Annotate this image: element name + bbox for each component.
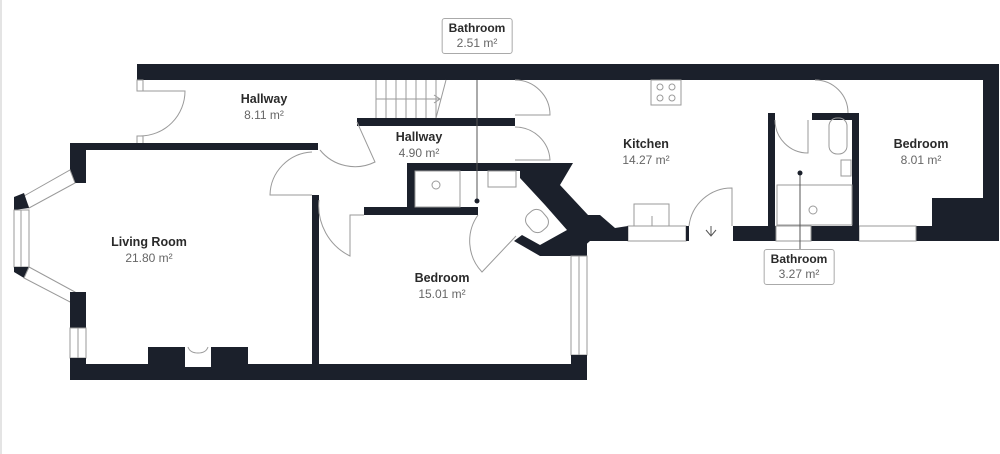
bathroom-wall [812, 113, 858, 120]
wall-segment [70, 292, 86, 328]
door-swing [774, 119, 809, 154]
room-name: Bedroom [414, 271, 470, 285]
room-label-kitchen: Kitchen 14.27 m² [622, 136, 669, 168]
window [775, 225, 812, 242]
door-swing [514, 79, 551, 116]
callout-bathroom-1: Bathroom 2.51 m² [441, 18, 513, 54]
shower-drain-icon [808, 205, 818, 215]
exterior-wall-top [137, 64, 999, 80]
sink-icon [487, 170, 517, 188]
diagonal-wall [514, 163, 628, 256]
room-area: 15.01 m² [418, 287, 466, 301]
bathroom-wall [364, 207, 478, 215]
interior-wall [312, 195, 319, 365]
door-swing [469, 214, 517, 273]
wall-segment [686, 226, 689, 241]
room-label-living-room: Living Room 21.80 m² [111, 234, 187, 266]
bathroom-wall [852, 113, 859, 241]
wall-segment [571, 241, 587, 256]
bay-window [23, 266, 76, 303]
room-name: Hallway [240, 92, 288, 106]
room-area: 21.80 m² [125, 251, 173, 265]
back-door-swing [688, 187, 733, 227]
room-name: Kitchen [623, 137, 669, 151]
door-swing [319, 121, 376, 168]
sink-icon [840, 159, 852, 177]
bathroom-wall [407, 163, 525, 171]
bathroom-wall [768, 113, 775, 241]
fireplace-icon [185, 347, 211, 367]
callout-area: 3.27 m² [778, 267, 820, 281]
door-swing [814, 79, 849, 114]
callout-name: Bathroom [770, 252, 828, 266]
fireplace-hearth [187, 346, 209, 354]
wall-segment [733, 226, 776, 241]
door-swing [318, 199, 364, 257]
callout-area: 2.51 m² [456, 36, 498, 50]
room-area: 14.27 m² [622, 153, 670, 167]
hob-icon [650, 79, 682, 106]
room-label-bedroom-1: Bedroom 8.01 m² [894, 136, 949, 168]
wall-block [932, 198, 999, 241]
room-name: Hallway [395, 130, 443, 144]
room-area: 8.11 m² [244, 108, 284, 122]
wall-corner [14, 193, 29, 210]
room-area: 4.90 m² [398, 146, 440, 160]
room-area: 8.01 m² [900, 153, 942, 167]
window [627, 225, 687, 242]
bathroom-wall [407, 163, 415, 211]
window [858, 225, 917, 242]
entrance-arrow-icon [705, 226, 717, 237]
shower-tray [776, 184, 853, 226]
hob-ring [668, 94, 676, 102]
hob-ring [656, 83, 664, 91]
hob-ring [668, 83, 676, 91]
door-swing [269, 151, 313, 196]
room-label-hallway-1: Hallway 8.11 m² [241, 91, 288, 123]
door-jamb [136, 79, 144, 92]
callout-dot [797, 170, 803, 176]
living-room-wall-top [70, 143, 318, 183]
front-door-swing [139, 90, 186, 137]
bay-window [23, 169, 76, 209]
callout-dot [474, 198, 480, 204]
wall-segment [916, 226, 936, 241]
door-swing [514, 126, 551, 161]
stairs-icon [375, 79, 447, 119]
room-label-bedroom-2: Bedroom 15.01 m² [415, 270, 470, 302]
wall-segment [571, 355, 587, 380]
room-name: Living Room [111, 235, 187, 249]
callout-bathroom-2: Bathroom 3.27 m² [763, 249, 835, 285]
toilet-icon [828, 117, 848, 155]
toilet-icon [525, 208, 549, 234]
exterior-wall-bottom [70, 364, 587, 380]
room-name: Bedroom [893, 137, 949, 151]
shower-tray [414, 170, 461, 208]
callout-name: Bathroom [448, 21, 506, 35]
hob-ring [656, 94, 664, 102]
hallway-wall [357, 118, 515, 126]
wall-segment [811, 226, 859, 241]
room-label-hallway-2: Hallway 4.90 m² [396, 129, 443, 161]
shower-drain-icon [431, 180, 441, 190]
exterior-wall-right [983, 64, 999, 241]
